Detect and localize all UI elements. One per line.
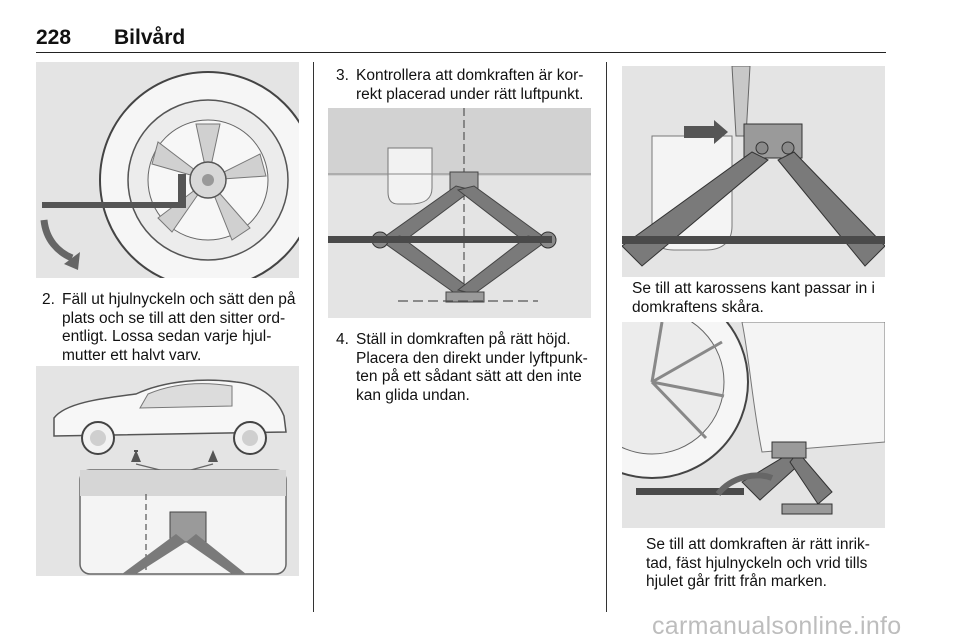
wheel-wrench-illustration	[36, 62, 299, 278]
jack-notch-detail-illustration	[622, 66, 885, 277]
page-number: 228	[36, 26, 72, 49]
car-jack-points-illustration	[36, 366, 299, 576]
car-jack-points-graphic	[36, 366, 299, 576]
header-rule	[36, 52, 886, 53]
column-divider-left	[313, 62, 314, 612]
wheel-wrench-graphic	[36, 62, 299, 278]
step-number: 2.	[42, 291, 55, 308]
step-text: Kontrollera att domkraften är kor-rekt p…	[356, 67, 584, 103]
column-divider-right	[606, 62, 607, 612]
step-text: Fäll ut hjulnyckeln och sätt den på plat…	[62, 291, 296, 364]
jack-notch-detail-graphic	[622, 66, 885, 277]
jack-wheel-graphic	[622, 322, 885, 528]
caption-jack-notch: Se till att karossens kant passar in i d…	[632, 280, 875, 316]
watermark: carmanualsonline.info	[652, 612, 902, 640]
section-title: Bilvård	[114, 26, 186, 49]
page-header: 228 Bilvård	[36, 26, 886, 54]
step-text: Ställ in domkraften på rätt höjd. Placer…	[356, 331, 588, 404]
caption-jack-aligned: Se till att domkraften är rätt inrik-tad…	[646, 536, 870, 590]
step-number: 3.	[336, 67, 349, 84]
scissor-jack-graphic	[328, 108, 591, 318]
jack-wheel-illustration	[622, 322, 885, 528]
step-number: 4.	[336, 331, 349, 348]
scissor-jack-illustration	[328, 108, 591, 318]
